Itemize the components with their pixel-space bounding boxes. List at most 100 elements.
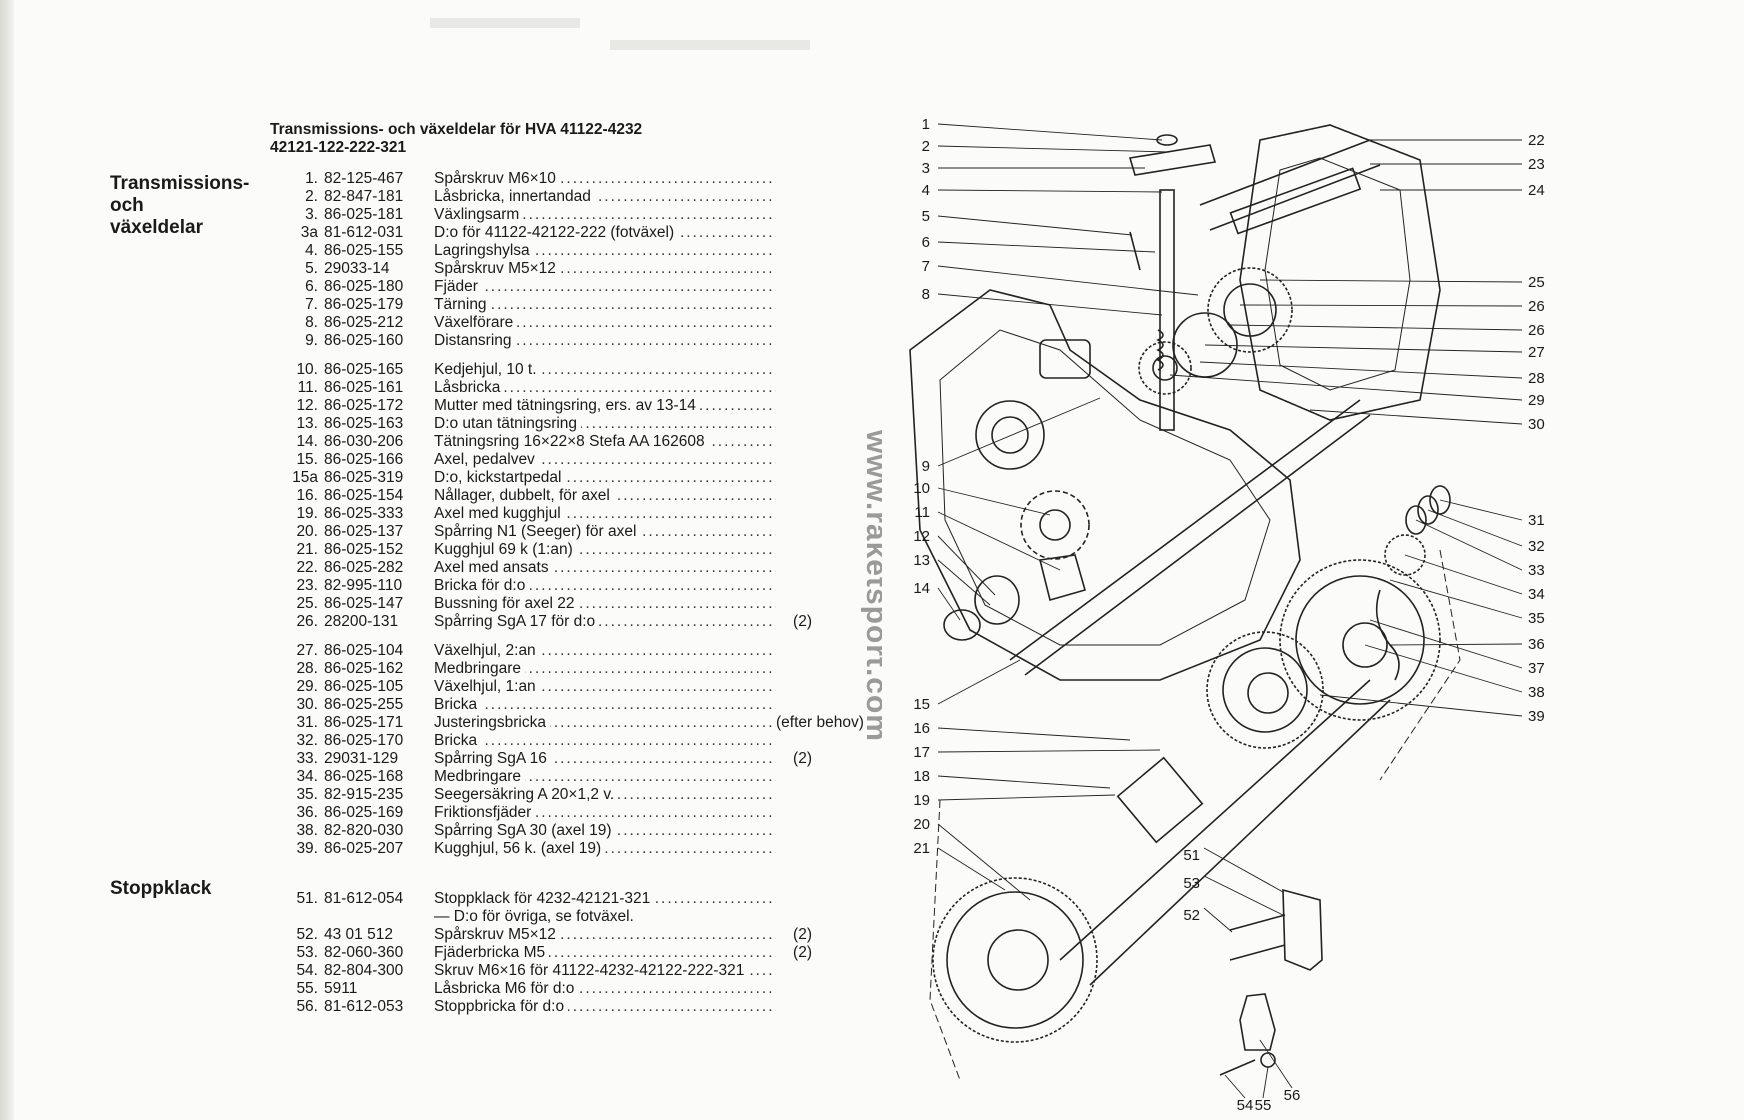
part-number: 34. [296, 768, 318, 785]
part-description-text: D:o för 41122-42122-222 (fotväxel) [434, 224, 679, 241]
part-number: 7. [305, 296, 318, 313]
part-description-text: Bricka [434, 696, 482, 713]
part-number: 35. [296, 786, 318, 803]
part-description: Spårring SgA 16 [434, 750, 776, 768]
callout-number: 29 [1528, 392, 1545, 409]
part-quantity [776, 962, 812, 980]
part-description-text: Kugghjul, 56 k. (axel 19) [434, 840, 606, 857]
part-description: Axel, pedalvev [434, 451, 776, 469]
part-quantity [776, 786, 812, 804]
part-description: Kugghjul 69 k (1:an) [434, 541, 776, 559]
part-quantity [776, 188, 812, 206]
part-description: Lagringshylsa [434, 242, 776, 260]
stop-bracket-51 [1282, 888, 1323, 971]
part-code: 86-025-179 [324, 296, 404, 313]
callout-number: 12 [913, 528, 930, 545]
part-code: 86-025-168 [324, 768, 404, 785]
scan-smudge [430, 18, 580, 28]
part-description: Bussning för axel 22 [434, 595, 776, 613]
part-quantity: (2) [793, 944, 812, 961]
housing-left [909, 289, 1301, 681]
callout-number: 5 [922, 208, 930, 225]
part-description: D:o, kickstartpedal [434, 469, 776, 487]
part-description: Distansring [434, 332, 776, 350]
part-number: 26. [296, 613, 318, 630]
part-code: 29033-14 [324, 260, 390, 277]
part-number: 19. [296, 505, 318, 522]
callout-number: 20 [913, 816, 930, 833]
part-code: 86-025-169 [324, 804, 404, 821]
part-description-text: Lagringshylsa [434, 242, 534, 259]
callout-number: 39 [1528, 708, 1545, 725]
leader-line [1239, 304, 1523, 307]
part-number: 3. [305, 206, 318, 223]
gear-27-hub [1223, 283, 1277, 337]
part-number: 28. [296, 660, 318, 677]
part-number: 11. [297, 379, 318, 396]
part-quantity: (2) [793, 750, 812, 767]
shift-arm [1128, 144, 1217, 176]
part-quantity [776, 469, 812, 487]
part-code: 86-025-104 [324, 642, 404, 659]
gear-39 [1206, 631, 1324, 749]
section-label-line: Transmissions- [110, 173, 250, 194]
part-code: 86-025-207 [324, 840, 404, 857]
part-code: 82-125-467 [324, 170, 404, 187]
part-number: 55. [296, 980, 318, 997]
part-quantity: (2) [793, 613, 812, 630]
part-code: 86-025-180 [324, 278, 404, 295]
part-description: Spårskruv M5×12 [434, 926, 776, 944]
spline-axle [1229, 167, 1362, 235]
leader-line [1389, 643, 1523, 646]
scan-smudge [610, 40, 810, 50]
part-quantity [776, 595, 812, 613]
part-number: 32. [296, 732, 318, 749]
part-number: 53. [296, 944, 318, 961]
leader-line [1369, 619, 1523, 669]
scan-edge [0, 0, 14, 1120]
mount-flange [1039, 339, 1091, 379]
callout-number: 7 [922, 258, 930, 275]
part-code: 28200-131 [324, 613, 399, 630]
callout-number: 19 [913, 792, 930, 809]
part-code: 86-025-160 [324, 332, 404, 349]
driver-34 [1384, 534, 1426, 576]
leader-line [1203, 907, 1233, 933]
gear-21-bore [987, 929, 1049, 991]
part-description-text: Växelhjul, 2:an [434, 642, 540, 659]
leader-line [1439, 499, 1523, 521]
callout-number: 25 [1528, 274, 1545, 291]
part-quantity [776, 505, 812, 523]
title-line-1: Transmissions- och växeldelar för HVA 41… [270, 121, 643, 138]
part-description-text: Mutter med tätningsring, ers. av 13-14 [434, 397, 700, 414]
callout-number: 9 [922, 458, 930, 475]
shift-shaft [1159, 189, 1175, 431]
part-number: 33. [296, 750, 318, 767]
part-description: Spårskruv M5×12 [434, 260, 776, 278]
part-description: Stoppklack för 4232-42121-321 [434, 890, 776, 908]
leader-line [1427, 509, 1523, 547]
part-description: Kugghjul, 56 k. (axel 19) [434, 840, 776, 858]
title-line-2: 42121-122-222-321 [270, 139, 407, 156]
part-description: Stoppbricka för d:o [434, 998, 776, 1016]
part-code: 86-025-255 [324, 696, 404, 713]
part-description-text: Distansring [434, 332, 516, 349]
callout-number: 36 [1528, 636, 1545, 653]
part-description: Växelhjul, 2:an [434, 642, 776, 660]
part-description-text: Låsbricka [434, 379, 505, 396]
spring-36 [1375, 589, 1400, 681]
part-description-text: Bussning för axel 22 [434, 595, 579, 612]
part-code: 82-804-300 [324, 962, 404, 979]
callout-number: 23 [1528, 156, 1545, 173]
